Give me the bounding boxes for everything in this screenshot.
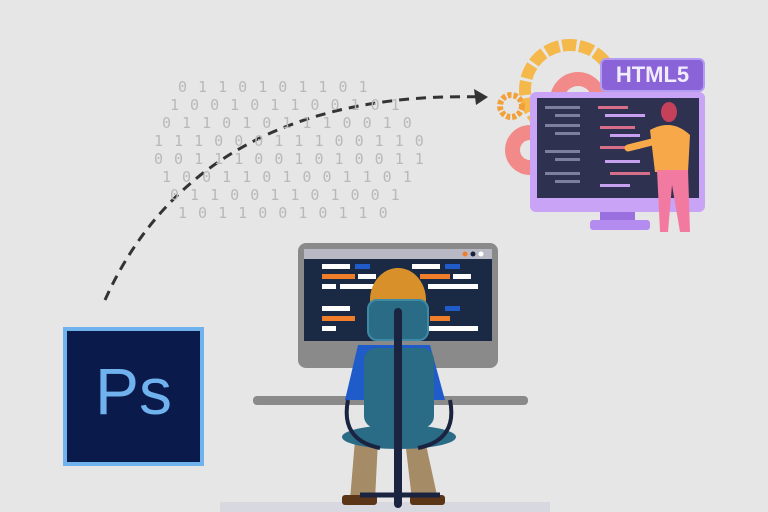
binary-row: 1 0 0 1 1 0 1 0 0 1 1 0 1 <box>162 168 413 186</box>
binary-row: 0 1 1 0 1 0 1 1 0 1 <box>178 78 369 96</box>
binary-row: 0 1 1 0 1 0 1 1 1 0 0 1 0 <box>162 114 413 132</box>
binary-background: 0 1 1 0 1 0 1 1 0 11 0 0 1 0 1 1 0 0 1 0… <box>154 78 425 222</box>
photoshop-logo-text: Ps <box>95 354 173 428</box>
binary-row: 0 0 1 1 1 0 0 1 0 1 0 0 1 1 <box>154 150 425 168</box>
dashed-arrow-path <box>103 95 486 301</box>
html5-badge: HTML5 <box>600 58 705 92</box>
floor-mat <box>220 502 550 512</box>
photoshop-logo: Ps <box>63 327 204 466</box>
binary-row: 1 0 1 1 0 0 1 0 1 1 0 <box>178 204 389 222</box>
arrow-head-icon <box>474 89 488 105</box>
binary-row: 0 1 1 0 0 1 1 0 1 0 0 1 <box>170 186 401 204</box>
office-chair <box>342 299 456 508</box>
html-monitor <box>530 92 705 232</box>
binary-row: 1 0 0 1 0 1 1 0 0 1 0 1 <box>170 96 401 114</box>
binary-row: 1 1 1 0 0 0 1 1 1 0 0 1 1 0 <box>154 132 425 150</box>
